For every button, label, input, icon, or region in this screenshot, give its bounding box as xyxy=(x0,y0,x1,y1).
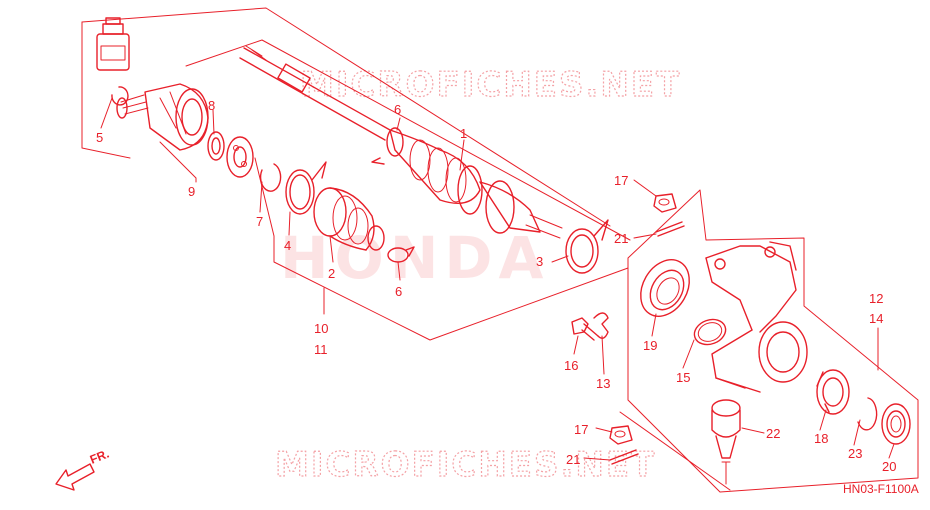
ball-joint-22-part xyxy=(711,399,741,485)
oil-bottle-part xyxy=(96,17,130,71)
callout-13: 13 xyxy=(596,376,610,391)
bracket-10-11 xyxy=(254,157,629,341)
castle-nut-17-lower-part xyxy=(609,425,633,445)
watermark-top: MICROFICHES.NET xyxy=(300,65,681,105)
snap-ring-15-part xyxy=(693,318,727,346)
cotter-pin-21-lower-part xyxy=(609,449,639,465)
callout-10: 10 xyxy=(314,321,328,336)
ring-3-part xyxy=(565,219,609,274)
callout-17-lower: 17 xyxy=(574,422,588,437)
band-6-upper-part xyxy=(371,127,404,165)
leader-lines xyxy=(100,97,895,461)
callout-9: 9 xyxy=(188,184,195,199)
seal-20-part xyxy=(881,403,911,445)
callout-19: 19 xyxy=(643,338,657,353)
callout-21-upper: 21 xyxy=(614,231,628,246)
bracket-group-5-9 xyxy=(81,7,611,227)
callout-7: 7 xyxy=(256,214,263,229)
boot-2-part xyxy=(313,187,385,251)
callout-3: 3 xyxy=(536,254,543,269)
circlip-23-part xyxy=(857,397,878,431)
bracket-12-14 xyxy=(627,189,919,493)
ring-4-part xyxy=(285,161,327,215)
front-direction-indicator: FR. xyxy=(55,447,111,491)
callout-18: 18 xyxy=(814,431,828,446)
cotter-pin-21-upper-part xyxy=(655,221,685,237)
cv-joint-outboard-part xyxy=(116,83,209,151)
callout-21-lower: 21 xyxy=(566,452,580,467)
callout-8: 8 xyxy=(208,98,215,113)
callout-23: 23 xyxy=(848,446,862,461)
driveshaft-1-part xyxy=(239,45,563,239)
watermark-brand: HONDA xyxy=(280,224,549,292)
front-arrow-icon xyxy=(55,463,95,491)
diagram-code: HN03-F1100A xyxy=(843,482,919,496)
callout-15: 15 xyxy=(676,370,690,385)
callout-20: 20 xyxy=(882,459,896,474)
bracket-1 xyxy=(185,39,631,241)
callout-2: 2 xyxy=(328,266,335,281)
callout-labels: 5 8 9 7 4 2 6 6 1 3 10 11 17 21 12 14 19… xyxy=(96,98,896,474)
callout-17-upper: 17 xyxy=(614,173,628,188)
dust-seal-19-part xyxy=(640,259,690,317)
callout-14: 14 xyxy=(869,311,883,326)
callout-22: 22 xyxy=(766,426,780,441)
callout-4: 4 xyxy=(284,238,291,253)
ring-8-part xyxy=(207,131,225,161)
bracket-17-21-lower xyxy=(619,411,731,491)
callout-1: 1 xyxy=(460,126,467,141)
callout-5: 5 xyxy=(96,130,103,145)
circlip-7-part xyxy=(259,163,282,192)
callout-6-upper: 6 xyxy=(394,102,401,117)
watermark-bottom: MICROFICHES.NET xyxy=(275,445,656,485)
bearing-18-part xyxy=(816,369,850,415)
bolt-16-part xyxy=(571,317,599,341)
callout-6-lower: 6 xyxy=(395,284,402,299)
callout-11: 11 xyxy=(314,342,328,357)
castle-nut-17-upper-part xyxy=(653,193,677,213)
front-label: FR. xyxy=(88,447,111,467)
cage-part xyxy=(226,136,254,178)
callout-12: 12 xyxy=(869,291,883,306)
knuckle-part xyxy=(705,241,808,393)
callout-16: 16 xyxy=(564,358,578,373)
